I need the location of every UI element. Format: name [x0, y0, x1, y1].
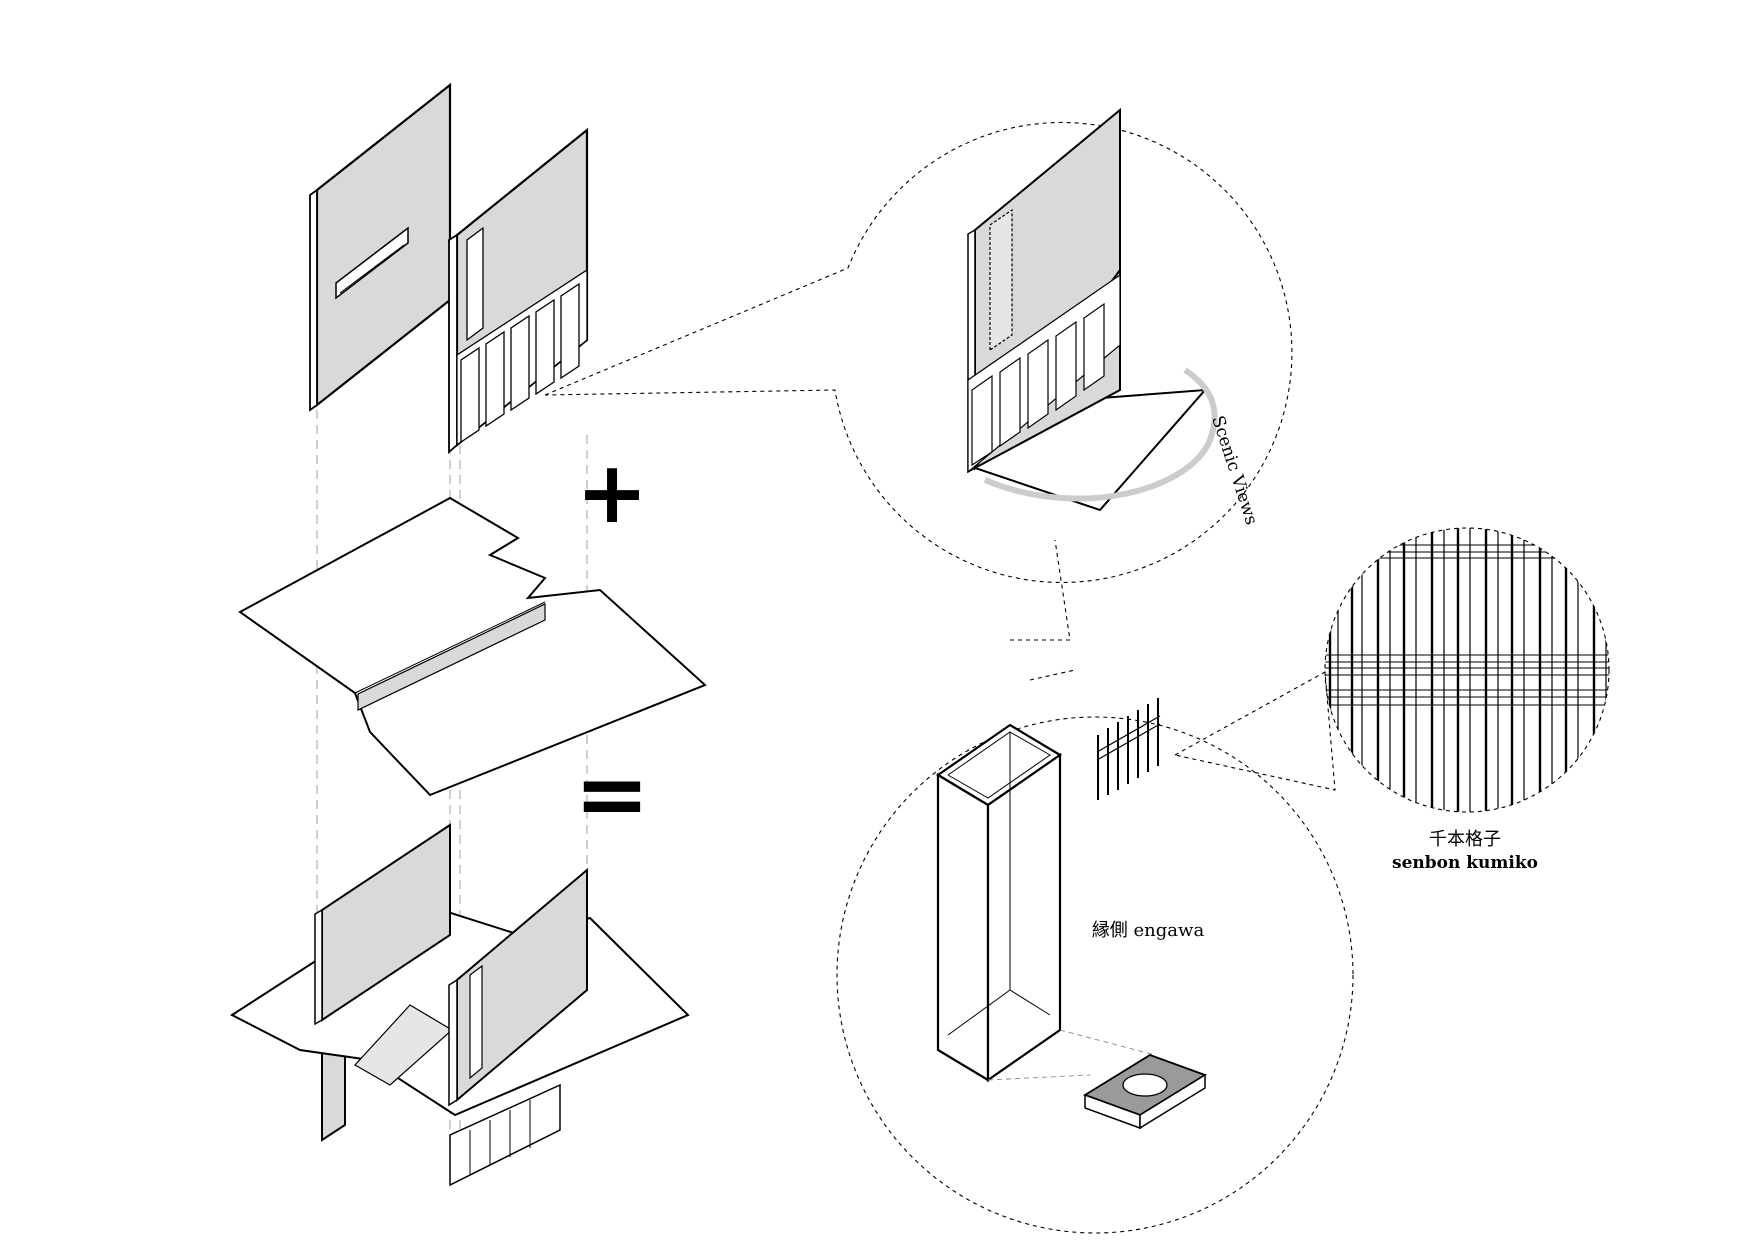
- assembled-model: [230, 823, 690, 1187]
- wall-panel-lattice: [448, 127, 589, 454]
- floor-plate: [238, 496, 707, 797]
- frame-box: [935, 723, 1063, 1083]
- equals-operator: =: [574, 742, 649, 847]
- wall-panel-window: [309, 82, 452, 412]
- kumiko-sample: [1096, 698, 1161, 800]
- tatami-mat: [1082, 1054, 1208, 1130]
- plus-operator: +: [576, 443, 648, 543]
- kumiko-label-jp: 千本格子: [1429, 829, 1501, 850]
- engawa-corner-detail: [967, 107, 1218, 512]
- engawa-label: 縁側 engawa: [1092, 920, 1205, 941]
- kumiko-pattern-detail: [1325, 528, 1609, 812]
- kumiko-label-en: senbon kumiko: [1392, 853, 1538, 873]
- scenic-views-label: Scenic Views: [1207, 413, 1261, 527]
- mat-projection-lines: [987, 1029, 1156, 1081]
- callout-bubbles: [544, 121, 1610, 1234]
